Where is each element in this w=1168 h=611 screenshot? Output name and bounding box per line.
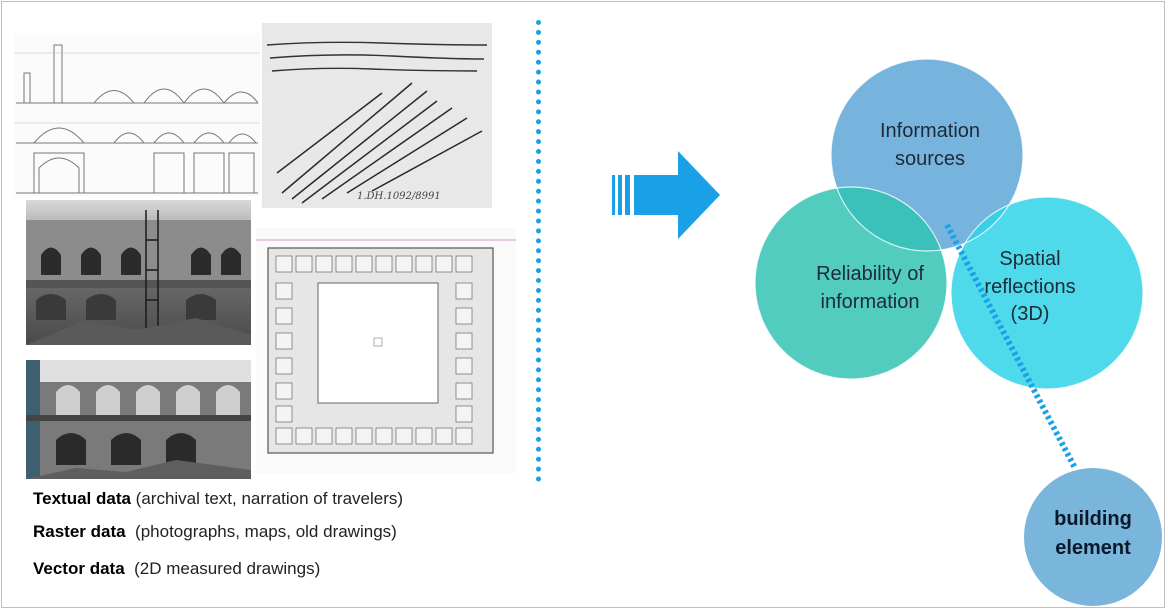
dotted-divider <box>536 20 541 482</box>
legend-raster-desc: (photographs, maps, old drawings) <box>125 522 397 541</box>
legend-vector-data: Vector data (2D measured drawings) <box>33 558 320 580</box>
reliability-label-line2: information <box>820 291 920 313</box>
legend-vector-label: Vector data <box>33 559 125 578</box>
information-sources-label-line2: sources <box>894 148 966 170</box>
historic-photo-image-1 <box>26 200 251 345</box>
historic-photo-image-2 <box>26 360 251 479</box>
manuscript-note: 1.DH.1092/8991 <box>357 191 441 202</box>
legend-textual-data: Textual data (archival text, narration o… <box>33 488 403 510</box>
legend-vector-desc: (2D measured drawings) <box>124 559 321 578</box>
spatial-label-line1: Spatial <box>999 248 1061 270</box>
building-element-label-line1: building <box>1054 508 1132 530</box>
archival-manuscript-image: 1.DH.1092/8991 <box>262 23 492 208</box>
floor-plan-drawing-image <box>256 228 516 473</box>
spatial-label-line3: (3D) <box>1010 303 1050 325</box>
elevation-drawing-image <box>14 33 260 196</box>
dotted-connector-line <box>944 223 1078 470</box>
information-sources-label-line1: Information <box>879 120 981 142</box>
legend-textual-label: Textual data <box>33 489 131 508</box>
spatial-label-line2: reflections <box>984 276 1076 298</box>
building-element-label-line2: element <box>1055 537 1131 559</box>
building-element-circle <box>1024 468 1162 606</box>
reliability-circle <box>755 187 947 379</box>
spatial-reflections-circle <box>951 197 1143 389</box>
legend-raster-label: Raster data <box>33 522 126 541</box>
right-arrow-icon <box>612 151 720 244</box>
legend-raster-data: Raster data (photographs, maps, old draw… <box>33 521 397 543</box>
reliability-label-line1: Reliability of <box>816 263 924 285</box>
legend-textual-desc: (archival text, narration of travelers) <box>130 489 404 508</box>
